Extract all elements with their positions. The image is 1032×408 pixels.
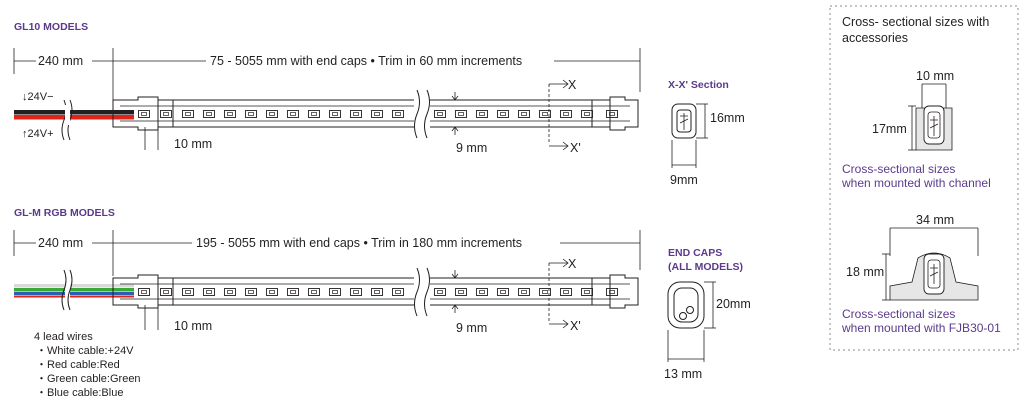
gl10-cables bbox=[14, 99, 134, 141]
fjb-width: 34 mm bbox=[916, 213, 954, 227]
gl10-strip bbox=[112, 79, 639, 151]
endcaps-height: 20mm bbox=[716, 297, 751, 311]
gl10-overall-dimension bbox=[113, 48, 641, 92]
gl10-section-x: X bbox=[568, 78, 577, 92]
glm-section-x-prime: X' bbox=[570, 319, 581, 333]
glm-cables bbox=[14, 269, 134, 311]
glm-height: 9 mm bbox=[456, 321, 487, 335]
endcaps-heading-line1: END CAPS bbox=[668, 247, 722, 259]
glm-section-x: X bbox=[568, 257, 577, 271]
gl10-negative-label: ↓24V− bbox=[22, 91, 54, 103]
xsection-width: 9mm bbox=[670, 173, 698, 187]
gl10-height: 9 mm bbox=[456, 141, 487, 155]
xsection-heading: X-X' Section bbox=[668, 79, 729, 91]
endcaps-heading-line2: (ALL MODELS) bbox=[668, 261, 743, 273]
gl10-lead-length: 240 mm bbox=[38, 54, 83, 68]
channel-height: 17mm bbox=[872, 122, 907, 136]
fjb-caption-line2: when mounted with FJB30-01 bbox=[841, 321, 1001, 335]
channel-caption-line1: Cross-sectional sizes bbox=[842, 162, 955, 176]
glm-strip bbox=[112, 258, 639, 330]
xsection-drawing bbox=[671, 103, 708, 168]
gl10-cap-length: 10 mm bbox=[174, 137, 212, 151]
accessories-panel bbox=[829, 5, 1019, 351]
gl10-positive-label: ↑24V+ bbox=[22, 128, 54, 140]
glm-lead-length: 240 mm bbox=[38, 236, 83, 250]
glm-overall-dimension bbox=[113, 230, 641, 270]
channel-caption-line2: when mounted with channel bbox=[841, 176, 991, 190]
glm-lead-dimension bbox=[13, 230, 114, 276]
gl10-lead-dimension bbox=[13, 48, 114, 100]
glm-wire-red: ・Red cable:Red bbox=[36, 359, 120, 371]
glm-heading: GL-M RGB MODELS bbox=[14, 207, 115, 219]
fjb-drawing bbox=[882, 227, 979, 301]
gl10-section-x-prime: X' bbox=[570, 141, 581, 155]
xsection-height: 16mm bbox=[710, 111, 745, 125]
glm-wires-title: 4 lead wires bbox=[34, 331, 93, 343]
accessories-title-line2: accessories bbox=[842, 31, 908, 45]
glm-wire-blue: ・Blue cable:Blue bbox=[36, 387, 123, 399]
channel-drawing bbox=[908, 83, 953, 151]
gl10-overall-length: 75 - 5055 mm with end caps • Trim in 60 … bbox=[210, 54, 522, 68]
accessories-title-line1: Cross- sectional sizes with bbox=[842, 15, 989, 29]
endcaps-width: 13 mm bbox=[664, 367, 702, 381]
gl10-heading: GL10 MODELS bbox=[14, 21, 88, 33]
glm-cap-length: 10 mm bbox=[174, 319, 212, 333]
fjb-height: 18 mm bbox=[846, 265, 884, 279]
glm-overall-length: 195 - 5055 mm with end caps • Trim in 18… bbox=[196, 236, 522, 250]
glm-wire-green: ・Green cable:Green bbox=[36, 373, 141, 385]
fjb-caption-line1: Cross-sectional sizes bbox=[842, 307, 955, 321]
endcaps-drawing bbox=[667, 281, 716, 362]
glm-wire-white: ・White cable:+24V bbox=[36, 345, 134, 357]
channel-width: 10 mm bbox=[916, 69, 954, 83]
